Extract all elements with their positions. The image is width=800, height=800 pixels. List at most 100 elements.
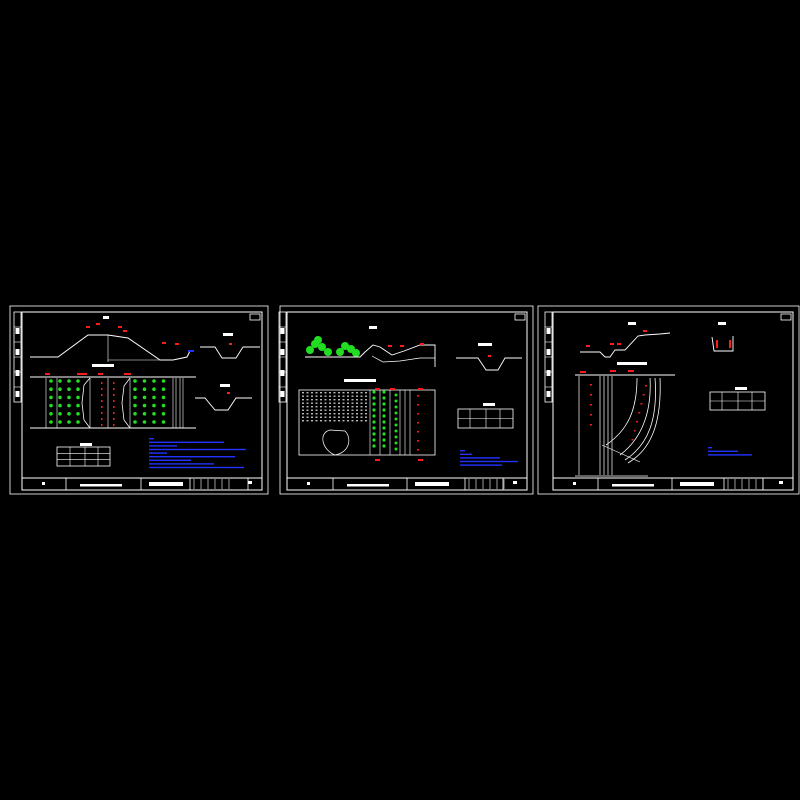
hatch-mark — [329, 416, 331, 418]
dimension-marker — [113, 418, 115, 420]
hatch-mark — [320, 416, 322, 418]
hatch-mark — [351, 402, 354, 404]
hatch-mark — [302, 399, 304, 401]
shrub — [76, 379, 80, 383]
hatch-mark — [333, 395, 336, 397]
drawing-title-text — [415, 482, 449, 486]
hatch-mark — [320, 409, 322, 411]
dimension-marker — [418, 459, 423, 461]
hatch-mark — [360, 413, 363, 415]
hatch-mark — [324, 395, 327, 397]
shrub — [76, 420, 80, 424]
drawing-title-text — [149, 482, 183, 486]
hatch-mark — [356, 413, 358, 415]
hatch-mark — [356, 399, 358, 401]
hatch-mark — [311, 402, 313, 404]
dimension-marker — [113, 394, 115, 396]
hatch-mark — [329, 409, 331, 411]
shrub — [382, 444, 386, 448]
dimension-marker — [162, 342, 166, 344]
dimension-marker — [636, 421, 638, 423]
hatch-mark — [333, 406, 336, 408]
shrub — [382, 396, 386, 400]
title-block-text — [42, 482, 45, 485]
shrub — [382, 438, 386, 442]
note-text-line — [460, 453, 472, 455]
drawing-label — [369, 326, 377, 329]
hatch-mark — [347, 395, 349, 397]
dimension-marker — [631, 439, 634, 441]
hatch-mark — [315, 395, 318, 397]
drawing-label — [103, 316, 109, 319]
dimension-marker — [640, 403, 643, 405]
drawing-sheet-1 — [9, 305, 269, 495]
dimension-marker — [124, 373, 131, 375]
shrub — [394, 447, 398, 451]
hatch-mark — [329, 392, 331, 394]
hatch-mark — [351, 416, 354, 418]
hatch-mark — [338, 416, 340, 418]
shrub — [372, 390, 376, 394]
binding-strip-label — [15, 391, 20, 397]
note-text-line — [149, 463, 214, 465]
shrub — [382, 390, 386, 394]
shrub — [394, 423, 398, 427]
dimension-marker — [417, 413, 419, 415]
shrub — [152, 395, 156, 400]
hatch-mark — [315, 416, 318, 418]
note-text-line — [149, 438, 154, 440]
dimension-marker — [118, 326, 122, 328]
hatch-mark — [342, 416, 345, 418]
dimension-marker — [617, 343, 621, 345]
hatch-mark — [315, 402, 318, 404]
dimension-marker — [375, 388, 380, 390]
project-name-text — [347, 484, 389, 487]
hatch-mark — [311, 416, 313, 418]
hatch-mark — [342, 402, 345, 404]
hatch-mark — [342, 395, 345, 397]
shrub — [67, 395, 71, 400]
dimension-marker — [580, 371, 586, 373]
hatch-mark — [351, 399, 354, 401]
dimension-marker — [113, 382, 115, 384]
dimension-marker — [77, 373, 87, 375]
plan-curve — [121, 377, 131, 429]
hatch-mark — [306, 409, 309, 411]
shrub — [372, 408, 376, 412]
shrub — [49, 395, 53, 400]
hatch-mark — [365, 406, 367, 408]
shrub — [372, 444, 376, 448]
tree-canopy — [306, 346, 314, 354]
shrub — [161, 403, 166, 408]
shrub — [76, 412, 80, 416]
dimension-marker — [175, 343, 179, 345]
note-text-line — [149, 445, 177, 447]
hatch-mark — [324, 420, 327, 422]
hatch-mark — [351, 413, 354, 415]
binding-strip-label — [15, 370, 20, 376]
hatch-mark — [351, 409, 354, 411]
hatch-mark — [302, 413, 304, 415]
hatch-mark — [347, 392, 349, 394]
shrub — [161, 387, 166, 392]
hatch-mark — [360, 409, 363, 411]
hatch-mark — [311, 399, 313, 401]
hatch-mark — [329, 399, 331, 401]
hatch-mark — [365, 402, 367, 404]
hatch-mark — [338, 409, 340, 411]
hatch-mark — [338, 420, 340, 422]
binding-strip-label — [280, 328, 285, 334]
shrub — [161, 379, 166, 383]
road-profile — [580, 332, 671, 358]
ditch-line — [371, 355, 435, 363]
hatch-mark — [365, 420, 367, 422]
shrub — [58, 387, 62, 392]
hatch-mark — [356, 406, 358, 408]
sheet-number-box — [514, 313, 526, 321]
shrub — [67, 420, 71, 424]
shrub — [382, 426, 386, 430]
binding-strip-label — [546, 370, 551, 376]
drawing-label — [92, 364, 114, 367]
drawing-title-text — [680, 482, 714, 486]
note-text-line — [460, 450, 465, 452]
